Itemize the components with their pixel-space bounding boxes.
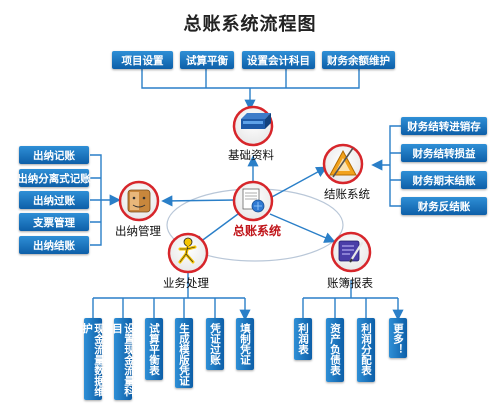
report-item-1-text: 资产负债表 xyxy=(329,323,341,376)
business-item-0-text: 现金流量数据维护 xyxy=(81,323,105,397)
business-node-circle xyxy=(167,232,209,274)
report-item-0-text: 利润表 xyxy=(297,323,309,355)
top-item-0: 项目设置 xyxy=(112,51,173,69)
left-item-0: 出纳记账 xyxy=(19,146,89,164)
report-item-0: 利润表 xyxy=(294,318,312,360)
triangle-ruler-icon xyxy=(329,147,357,178)
document-globe-icon xyxy=(242,188,265,213)
business-item-1-text: 设置现金流量科目 xyxy=(111,323,135,397)
left-bracket xyxy=(90,154,118,246)
cashier-node-circle xyxy=(118,180,160,222)
business-item-4: 凭证过账 xyxy=(206,318,224,370)
business-item-1: 设置现金流量科目 xyxy=(111,318,135,400)
top-bracket xyxy=(141,69,360,108)
report-item-1: 资产负债表 xyxy=(326,318,344,382)
business-item-5-text: 填制凭证 xyxy=(239,323,251,365)
business-item-2-text: 试算平衡表 xyxy=(148,323,160,376)
right-item-3: 财务反结账 xyxy=(401,197,487,215)
reports-node-circle xyxy=(330,231,372,273)
right-item-1: 财务结转损益 xyxy=(401,144,487,162)
bottom-left-bracket xyxy=(92,273,245,318)
business-item-0: 现金流量数据维护 xyxy=(81,318,105,400)
report-item-2-text: 利润分配表 xyxy=(360,323,372,376)
reports-node-label: 账簿报表 xyxy=(327,276,373,290)
arrow-center-cashier xyxy=(161,195,237,207)
left-item-2: 出纳过账 xyxy=(19,191,89,209)
business-item-3-text: 生成模版凭证 xyxy=(178,323,190,386)
aim-runner-icon xyxy=(178,237,197,264)
arrow-center-closing xyxy=(269,166,328,199)
right-bracket xyxy=(374,125,401,207)
top-item-3: 财务余额维护 xyxy=(322,51,395,69)
diagram-title: 总账系统流程图 xyxy=(183,14,317,35)
business-node-label: 业务处理 xyxy=(163,276,209,290)
left-item-3: 支票管理 xyxy=(19,213,89,231)
business-item-3: 生成模版凭证 xyxy=(175,318,193,388)
right-item-2: 财务期末结账 xyxy=(401,171,487,189)
pen-document-icon xyxy=(338,240,364,264)
closing-node-circle xyxy=(322,143,364,185)
left-item-1: 出纳分离式记账 xyxy=(17,169,91,187)
right-item-0: 财务结转进销存 xyxy=(401,117,487,135)
cashier-node-label: 出纳管理 xyxy=(115,224,161,238)
center-node-label: 总账系统 xyxy=(232,224,281,238)
report-item-2: 利润分配表 xyxy=(357,318,375,382)
server-icon xyxy=(241,113,271,129)
basic-node-circle xyxy=(232,105,274,147)
report-item-3: 更多！ xyxy=(389,318,407,358)
business-item-2: 试算平衡表 xyxy=(145,318,163,380)
arrow-center-reports xyxy=(269,213,336,243)
top-item-1: 试算平衡 xyxy=(180,51,234,69)
center-node-circle xyxy=(232,180,274,222)
closing-node-label: 结账系统 xyxy=(324,187,370,201)
bottom-right-bracket xyxy=(302,280,398,318)
top-item-2: 设置会计科目 xyxy=(242,51,315,69)
basic-node-label: 基础资料 xyxy=(228,148,274,162)
finder-icon xyxy=(127,189,151,213)
business-item-5: 填制凭证 xyxy=(236,318,254,370)
left-item-4: 出纳结账 xyxy=(19,236,89,254)
report-item-3-text: 更多！ xyxy=(392,323,404,355)
business-item-4-text: 凭证过账 xyxy=(209,323,221,365)
